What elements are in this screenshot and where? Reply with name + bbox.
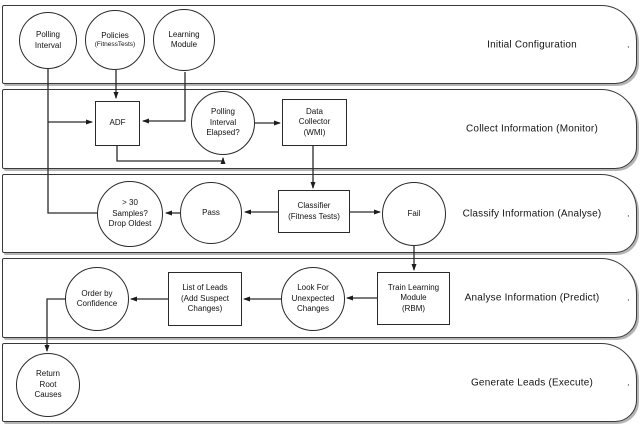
node-policies-label: Policies [101,30,129,40]
node-list-of-leads: List of Leads (Add Suspect Changes) [168,272,242,326]
node-order-by-confidence: Order by Confidence [65,267,129,331]
lane-label: Collect Information (Monitor) [466,123,598,135]
node-fail: Fail [382,182,446,246]
node-classifier: Classifier (Fitness Tests) [278,190,350,233]
lane-dot: . [627,208,630,219]
node-polling-interval: Polling Interval [19,12,77,69]
lane-dot: . [627,377,630,388]
node-adf: ADF [95,101,140,146]
lane-dot: . [627,292,630,304]
node-policies-sublabel: (FitnessTests) [94,40,136,48]
lane-label: Analyse Information (Predict) [464,292,600,304]
lane-label: Initial Configuration [487,39,577,50]
lane-dot: . [627,39,630,50]
node-policies: Policies (FitnessTests) [85,10,145,70]
lane-label: Classify Information (Analyse) [462,208,602,219]
node-data-collector: Data Collector (WMI) [282,99,347,146]
lane-generate-leads: Generate Leads (Execute) . [2,343,637,422]
node-polling-interval-elapsed: Polling Interval Elapsed? [191,91,255,155]
lane-label: Generate Leads (Execute) [470,377,594,388]
node-learning-module: Learning Module [153,9,215,71]
node-return-root-causes: Return Root Causes [16,353,80,417]
node-samples-drop-oldest: > 30 Samples? Drop Oldest [97,181,163,247]
node-train-learning-module: Train Learning Module (RBM) [377,272,450,325]
node-look-for-unexpected: Look For Unexpected Changes [281,267,345,331]
node-pass: Pass [180,182,242,244]
